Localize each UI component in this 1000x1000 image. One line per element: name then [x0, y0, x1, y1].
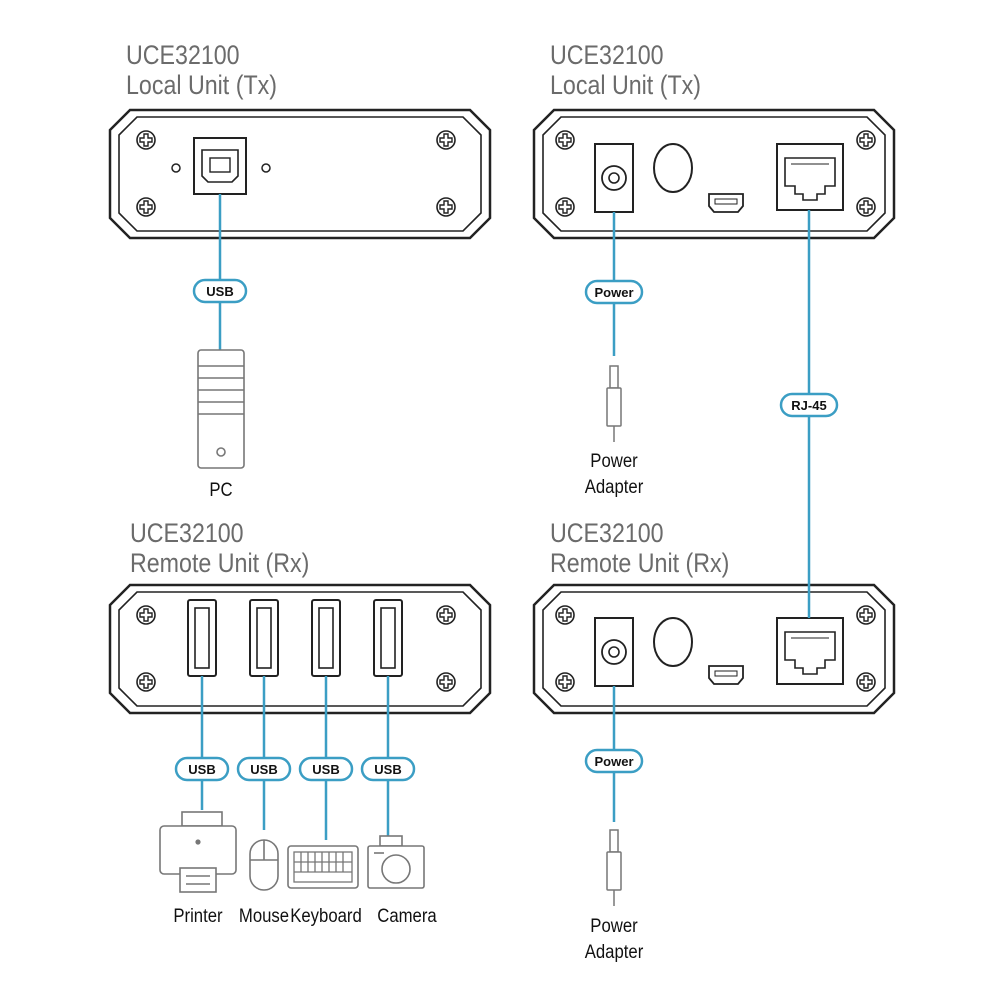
mouse-label: Mouse: [238, 906, 290, 927]
cables: [200, 194, 811, 840]
power-label: Power: [594, 754, 633, 769]
screw-icon: [555, 605, 575, 625]
power-adapter-label-tx: Power Adapter: [570, 449, 658, 501]
hdmi-port: [708, 665, 744, 685]
model-name: UCE32100: [130, 518, 244, 548]
pill-usb-keyboard: USB: [298, 756, 354, 782]
screw-icon: [136, 605, 156, 625]
screw-icon: [136, 197, 156, 217]
pill-power-tx: Power: [584, 279, 644, 305]
power-adapter-label-line2: Adapter: [584, 477, 644, 498]
usb-label: USB: [374, 762, 401, 777]
usb-a-port: [249, 599, 279, 677]
local-unit-panel-right: [532, 108, 896, 240]
local-unit-title-left: UCE32100 Local Unit (Tx): [126, 40, 277, 100]
screw-icon: [856, 672, 876, 692]
usb-label: USB: [250, 762, 277, 777]
unit-role: Remote Unit (Rx): [550, 548, 730, 578]
usb-a-port: [311, 599, 341, 677]
pc-label: PC: [209, 480, 233, 501]
power-jack: [594, 617, 634, 687]
led-indicator: [261, 163, 271, 173]
rj45-port: [776, 617, 844, 685]
keyboard-label: Keyboard: [290, 906, 362, 927]
power-adapter-label-line2: Adapter: [584, 942, 644, 963]
pill-usb-camera: USB: [360, 756, 416, 782]
led-indicator: [171, 163, 181, 173]
screw-icon: [436, 197, 456, 217]
pill-usb-printer: USB: [174, 756, 230, 782]
power-adapter-label-line1: Power: [590, 451, 638, 472]
power-adapter-label-rx: Power Adapter: [570, 914, 658, 966]
rj45-label: RJ-45: [791, 398, 826, 413]
screw-icon: [555, 130, 575, 150]
usb-a-port: [373, 599, 403, 677]
model-name: UCE32100: [550, 518, 664, 548]
keyboard-icon: [287, 845, 359, 889]
pill-rj45: RJ-45: [779, 392, 839, 418]
local-unit-title-right: UCE32100 Local Unit (Tx): [550, 40, 701, 100]
screw-icon: [856, 130, 876, 150]
usb-label: USB: [206, 284, 233, 299]
screw-icon: [555, 672, 575, 692]
screw-icon: [856, 605, 876, 625]
model-name: UCE32100: [550, 40, 664, 70]
pill-usb-mouse: USB: [236, 756, 292, 782]
screw-icon: [136, 130, 156, 150]
screw-icon: [856, 197, 876, 217]
power-adapter-plug-icon: [606, 829, 622, 907]
model-name: UCE32100: [126, 40, 240, 70]
printer-icon: [159, 811, 237, 893]
camera-icon: [367, 835, 425, 889]
camera-label: Camera: [377, 906, 437, 927]
screw-icon: [436, 672, 456, 692]
power-adapter-plug-icon: [606, 365, 622, 443]
power-adapter-label-line1: Power: [590, 916, 638, 937]
printer-label: Printer: [173, 906, 223, 927]
remote-unit-panel-right: [532, 583, 896, 715]
remote-unit-title-right: UCE32100 Remote Unit (Rx): [550, 518, 729, 578]
pill-power-rx: Power: [584, 748, 644, 774]
rj45-port: [776, 143, 844, 211]
screw-icon: [436, 605, 456, 625]
screw-icon: [436, 130, 456, 150]
local-unit-panel-left: [108, 108, 492, 240]
unit-role: Local Unit (Tx): [126, 70, 277, 100]
pill-usb-pc: USB: [192, 278, 248, 304]
power-label: Power: [594, 285, 633, 300]
usb-label: USB: [188, 762, 215, 777]
unit-role: Remote Unit (Rx): [130, 548, 310, 578]
usb-b-port: [193, 137, 247, 195]
power-jack: [594, 143, 634, 213]
screw-icon: [555, 197, 575, 217]
button-icon: [653, 143, 693, 193]
mouse-icon: [249, 839, 279, 891]
hdmi-port: [708, 193, 744, 213]
unit-role: Local Unit (Tx): [550, 70, 701, 100]
button-icon: [653, 617, 693, 667]
remote-unit-title-left: UCE32100 Remote Unit (Rx): [130, 518, 309, 578]
screw-icon: [136, 672, 156, 692]
usb-a-port: [187, 599, 217, 677]
usb-label: USB: [312, 762, 339, 777]
remote-unit-panel-left: [108, 583, 492, 715]
pc-tower-icon: [197, 349, 245, 469]
